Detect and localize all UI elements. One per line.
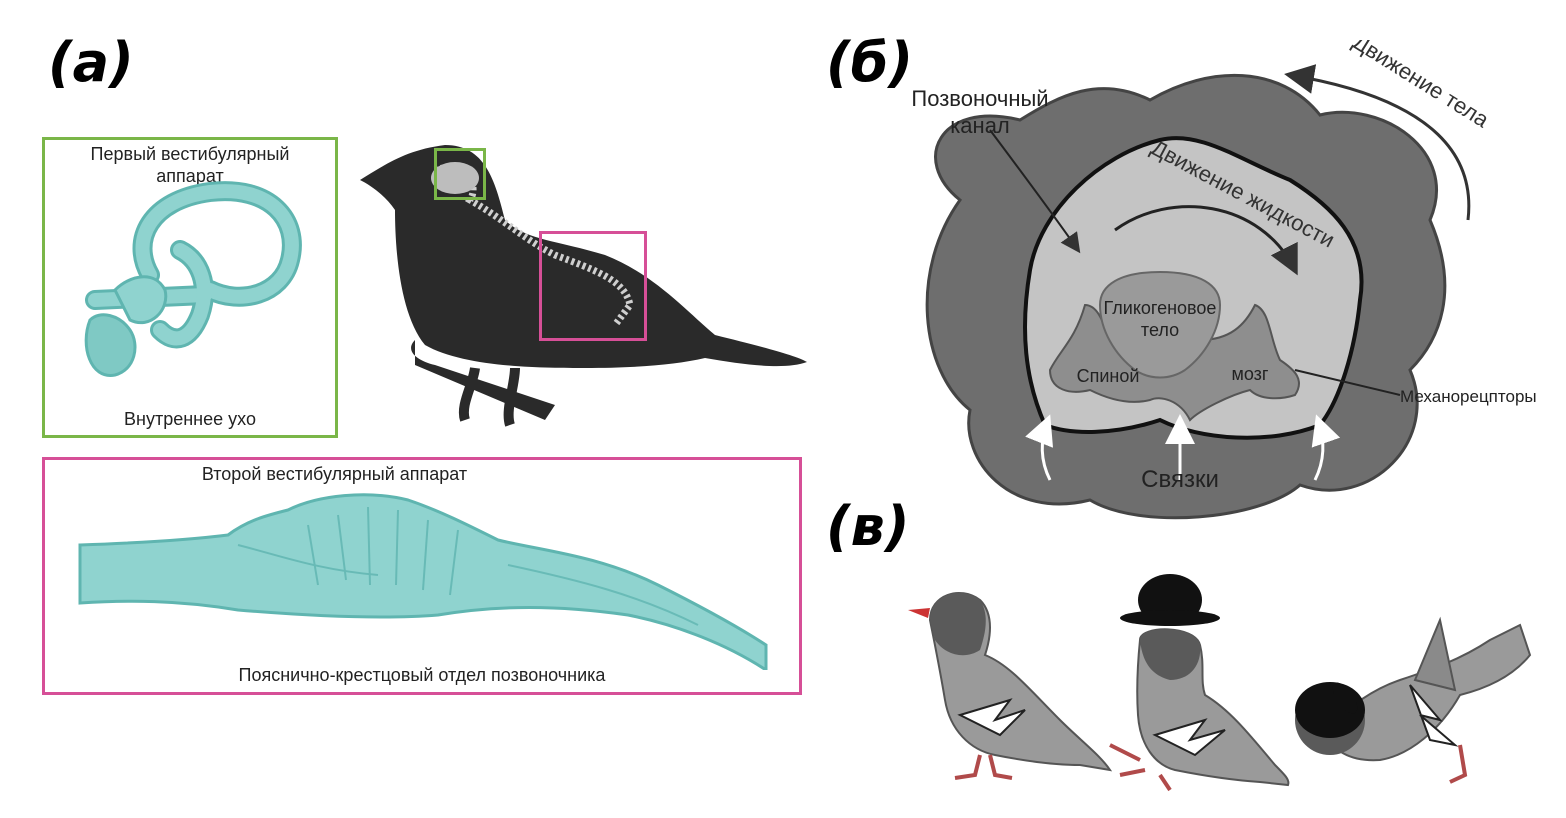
spinal-cross-section [925, 64, 1471, 520]
ear-title-line1: Первый вестибулярный [90, 144, 290, 164]
canal-label-line2: канал [950, 113, 1010, 138]
motion-labels: Движение тела Движение жидкости [1147, 40, 1494, 253]
fluid-motion-label: Движение жидкости [1147, 135, 1339, 253]
mechanoreceptors-label: Механорецпторы [1400, 387, 1537, 406]
spinal-word2: мозг [1231, 364, 1269, 384]
inner-ear-illustration [84, 181, 302, 377]
pigeon-1 [908, 591, 1113, 780]
bird-silhouette [360, 145, 807, 427]
pigeons-illustration [908, 574, 1532, 792]
panel-label-c: (в) [826, 495, 910, 558]
spine-title: Второй вестибулярный аппарат [201, 464, 468, 484]
spine-caption: Пояснично-крестцовый отдел позвоночника [238, 665, 606, 685]
glycogen-body [1098, 270, 1222, 379]
ear-title-line2: аппарат [156, 166, 224, 186]
ligaments-label: Связки [1141, 466, 1219, 493]
glycogen-line1: Гликогеновое [1103, 298, 1217, 318]
glycogen-line2: тело [1140, 320, 1180, 340]
ear-highlight-box [434, 148, 486, 200]
canal-label-line1: Позвоночный [911, 86, 1049, 111]
inner-ear-box [42, 137, 338, 438]
panel-label-a: (а) [48, 31, 134, 94]
panel-label-b: (б) [826, 31, 914, 94]
pigeon-3 [1295, 616, 1532, 784]
spinal-word1: Спиной [1076, 366, 1140, 386]
spine-box [42, 457, 802, 695]
pigeon-2 [1109, 574, 1290, 792]
spine-highlight-box [539, 231, 647, 341]
ear-caption: Внутреннее ухо [124, 409, 256, 429]
body-motion-label: Движение тела [1349, 40, 1494, 133]
lumbosacral-illustration [78, 493, 768, 670]
